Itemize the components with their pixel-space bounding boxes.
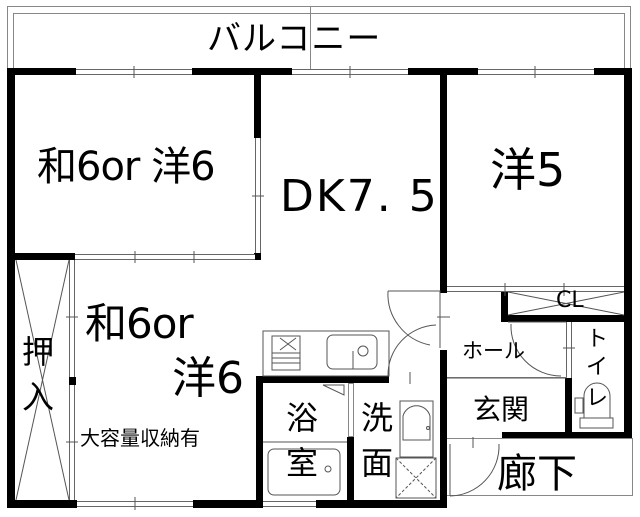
wall-west-dk-upper (254, 68, 261, 138)
wall-cl-bottom (501, 315, 631, 322)
kitchen-counter (262, 330, 390, 377)
wall-west-mid (7, 253, 75, 260)
sliding-door-west-mid (75, 254, 255, 260)
wall-cl-left (501, 290, 508, 322)
entrance-door-swing-icon (449, 443, 500, 497)
closet-cross-icon (507, 291, 625, 316)
wall-wash-east (440, 350, 447, 508)
wall-west-bath (256, 378, 263, 508)
dk-door-swing-icon (387, 290, 441, 377)
wall-dk-east (440, 68, 447, 293)
wall-top-4 (594, 68, 631, 75)
wall-bottom-3 (316, 500, 446, 508)
washbasin-icon (395, 400, 437, 499)
room-label-oshiire-2: 入 (22, 378, 55, 416)
wall-bottom-2 (193, 500, 263, 508)
room-label-east: 洋5 (490, 143, 566, 197)
oshiire-cross-icon (15, 259, 70, 501)
room-label-entrance: 玄関 (473, 393, 530, 426)
wall-toilet-bottom (502, 432, 632, 439)
room-label-toilet-3: レ (586, 386, 609, 411)
balcony-label: バルコニー (207, 19, 382, 59)
corridor-outline (447, 438, 633, 496)
room-label-dk: DK7. 5 (280, 171, 439, 222)
wall-west-dk-post (254, 253, 261, 260)
room-label-closet: CL (556, 288, 584, 313)
cl-door (447, 286, 624, 292)
bathtub-icon (263, 384, 347, 496)
room-label-bath-1: 浴 (286, 399, 319, 437)
wall-right (624, 68, 632, 438)
hall-door-swing-icon (447, 321, 566, 379)
room-label-corridor: 廊下 (497, 451, 577, 497)
room-label-toilet-1: ト (586, 327, 609, 352)
wall-bottom-1 (7, 500, 77, 508)
wall-kitchen-bottom (256, 376, 389, 383)
room-label-bath-2: 室 (286, 444, 319, 482)
toilet-icon (574, 382, 614, 429)
toilet-door (566, 322, 572, 378)
window-top-3 (478, 69, 594, 75)
room-label-wash-2: 面 (361, 444, 394, 482)
room-label-wash-1: 洗 (361, 399, 394, 437)
balcony-outer-rect (7, 6, 631, 72)
wall-bath-wash (347, 437, 354, 508)
oshiire-post (69, 377, 76, 385)
balcony-inner-rect (13, 13, 625, 72)
room-note-storage: 大容量収納有 (80, 426, 200, 450)
room-label-west-south-1: 和6or (85, 299, 194, 348)
room-label-west-south-2: 洋6 (172, 353, 244, 404)
wall-left (7, 68, 15, 508)
wall-top-1 (7, 68, 76, 75)
room-label-west-north: 和6or 洋6 (37, 144, 216, 190)
wall-top-2 (192, 68, 292, 75)
window-bath-bottom (263, 501, 316, 507)
room-label-toilet-2: イ (586, 355, 609, 380)
room-label-hall: ホール (462, 339, 525, 363)
room-label-oshiire-1: 押 (22, 333, 55, 371)
wall-toilet-left (565, 378, 572, 438)
bath-door-line (348, 383, 354, 437)
